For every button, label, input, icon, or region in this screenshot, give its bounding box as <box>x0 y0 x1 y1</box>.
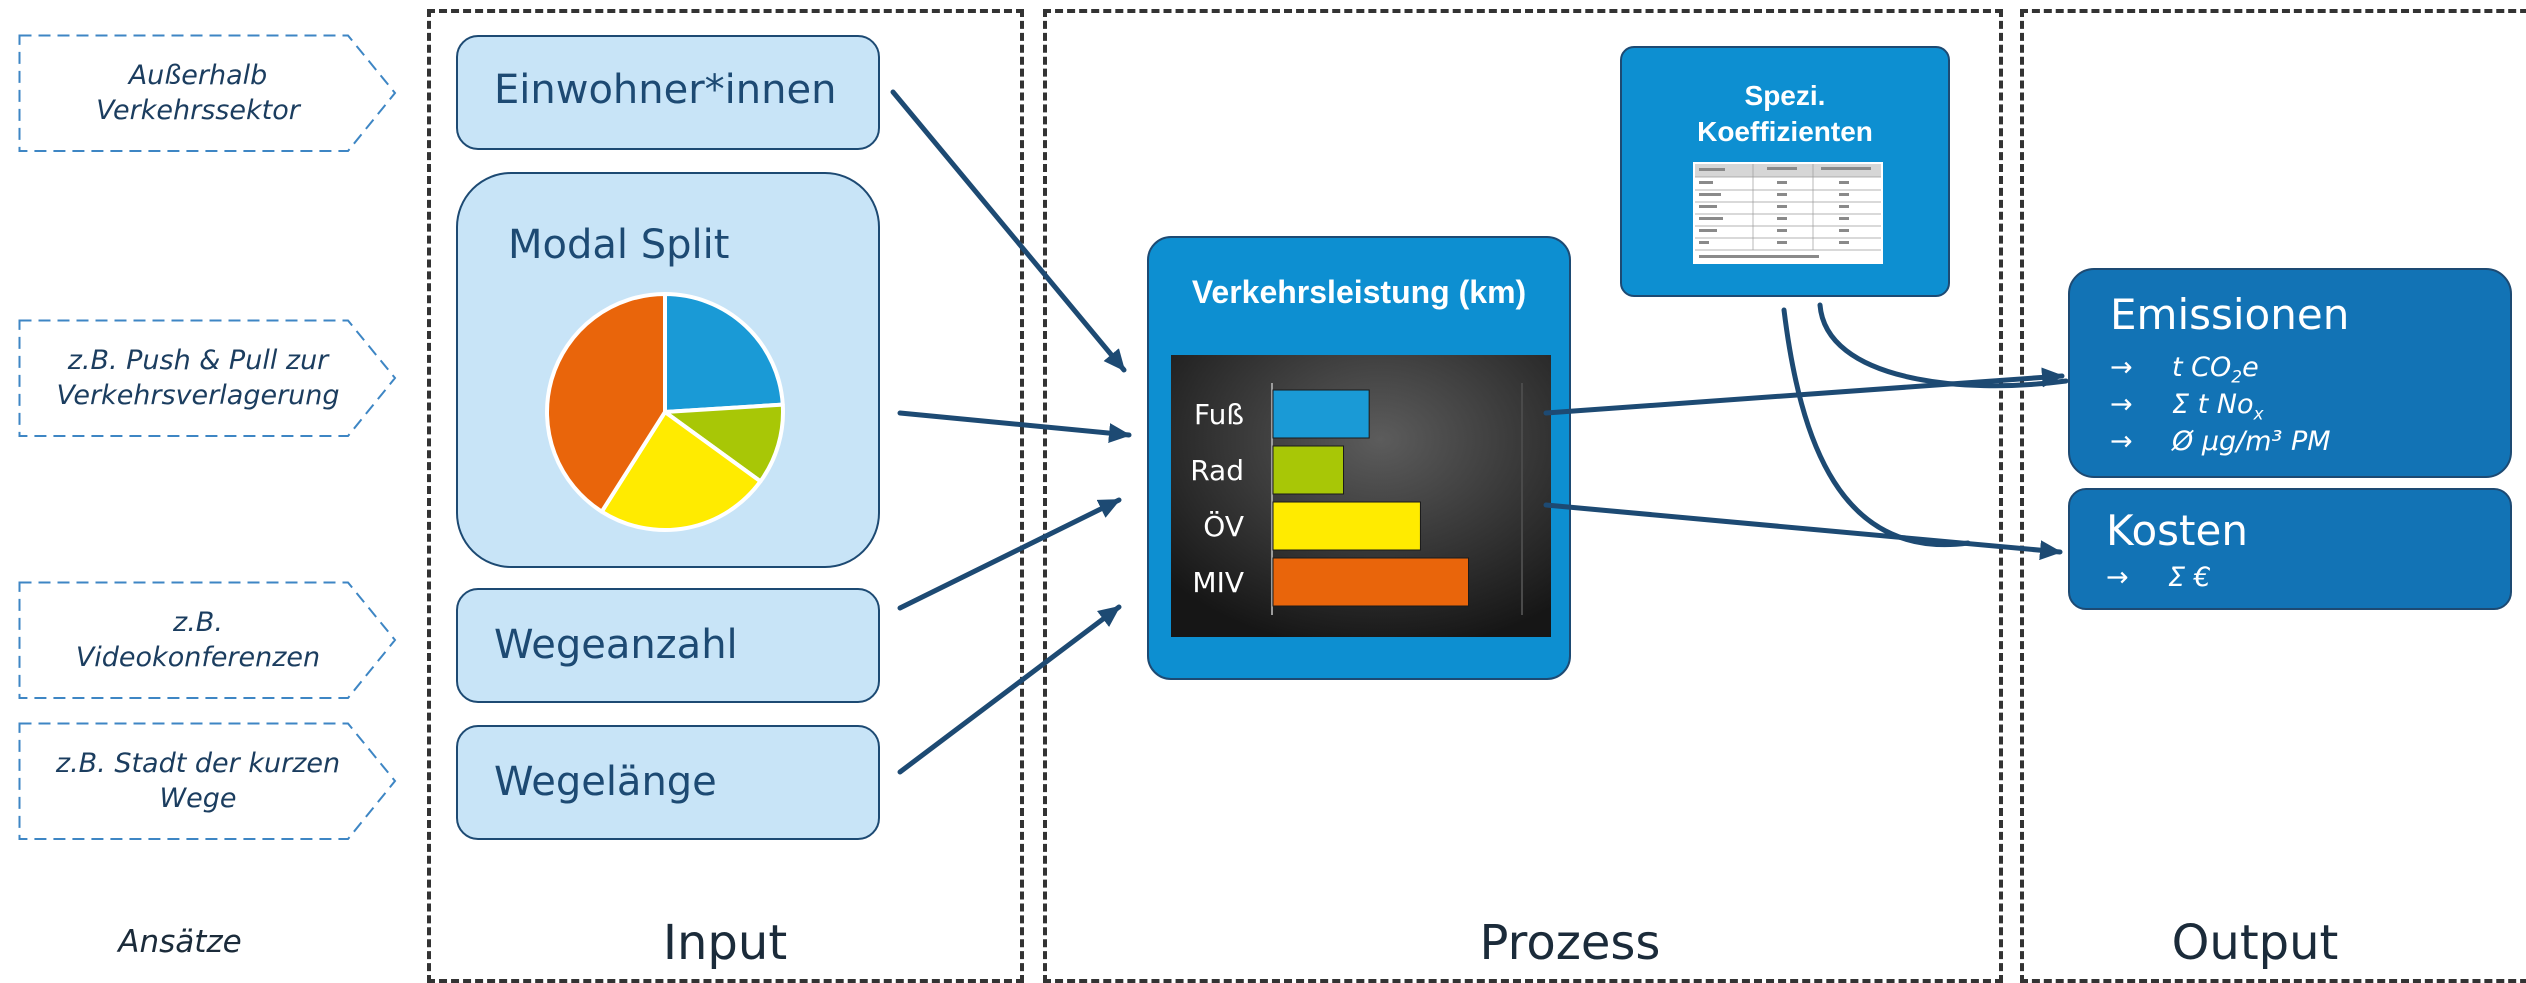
trip-length-box: Wegelänge <box>456 725 880 840</box>
coefficients-box: Spezi.Koeffizienten <box>1620 46 1950 297</box>
trip-length-label: Wegelänge <box>494 759 717 805</box>
approach-chevron-shape <box>18 581 397 699</box>
emissions-item-pm: →Ø µg/m³ PM <box>2110 426 2331 457</box>
arrow-right-icon: → <box>2110 389 2133 420</box>
residents-box: Einwohner*innen <box>456 35 880 150</box>
input-label: Input <box>662 915 788 971</box>
trip-count-box: Wegeanzahl <box>456 588 880 703</box>
coefficients-title: Spezi.Koeffizienten <box>1697 80 1873 147</box>
emissions-box: Emissionen →t CO2e →Σ t Nox →Ø µg/m³ PM <box>2068 268 2512 478</box>
approach-chevron-shape <box>18 722 397 840</box>
pie-slice-1 <box>663 402 785 484</box>
costs-item-euro: →Σ € <box>2106 562 2211 593</box>
bar-label-2: ÖV <box>1203 509 1244 543</box>
bar-2 <box>1272 501 1421 551</box>
bar-3 <box>1272 557 1470 607</box>
input-section <box>427 9 1024 983</box>
output-section <box>2020 9 2526 983</box>
pie-slice-0 <box>663 292 785 414</box>
output-label: Output <box>2171 915 2339 971</box>
bar-1 <box>1272 445 1345 495</box>
modal-split-box: Modal Split <box>456 172 880 568</box>
approach-text: z.B.Videokonferenzen <box>75 607 321 673</box>
arrow-right-icon: → <box>2110 352 2133 383</box>
emissions-item-nox: →Σ t Nox <box>2110 389 2264 425</box>
coefficients-table-thumbnail <box>1693 162 1883 264</box>
bar-label-3: MIV <box>1192 566 1244 599</box>
pie-slice-3 <box>545 292 667 514</box>
emissions-item-co2e: →t CO2e <box>2110 352 2259 388</box>
approach-chevron-shape <box>18 34 397 152</box>
arrow-right-icon: → <box>2110 426 2133 457</box>
arrow-right-icon: → <box>2106 562 2129 593</box>
emissions-title: Emissionen <box>2110 290 2350 339</box>
costs-box: Kosten →Σ € <box>2068 488 2512 610</box>
modal-split-pie-chart <box>545 292 785 532</box>
residents-label: Einwohner*innen <box>494 67 837 113</box>
pie-slice-2 <box>599 410 763 532</box>
bar-label-0: Fuß <box>1194 398 1244 431</box>
costs-title: Kosten <box>2106 506 2248 555</box>
traffic-performance-title: Verkehrsleistung (km) <box>1191 274 1527 310</box>
bar-0 <box>1272 389 1370 439</box>
bar-label-1: Rad <box>1190 454 1244 487</box>
trip-count-label: Wegeanzahl <box>494 622 738 668</box>
modal-split-label: Modal Split <box>508 222 730 268</box>
process-label: Prozess <box>1479 915 1661 971</box>
process-section <box>1043 9 2003 983</box>
approach-chevron-shape <box>18 319 397 437</box>
approaches-title: Ansätze <box>118 924 242 960</box>
approach-video-conferences: z.B.Videokonferenzen <box>18 581 398 701</box>
